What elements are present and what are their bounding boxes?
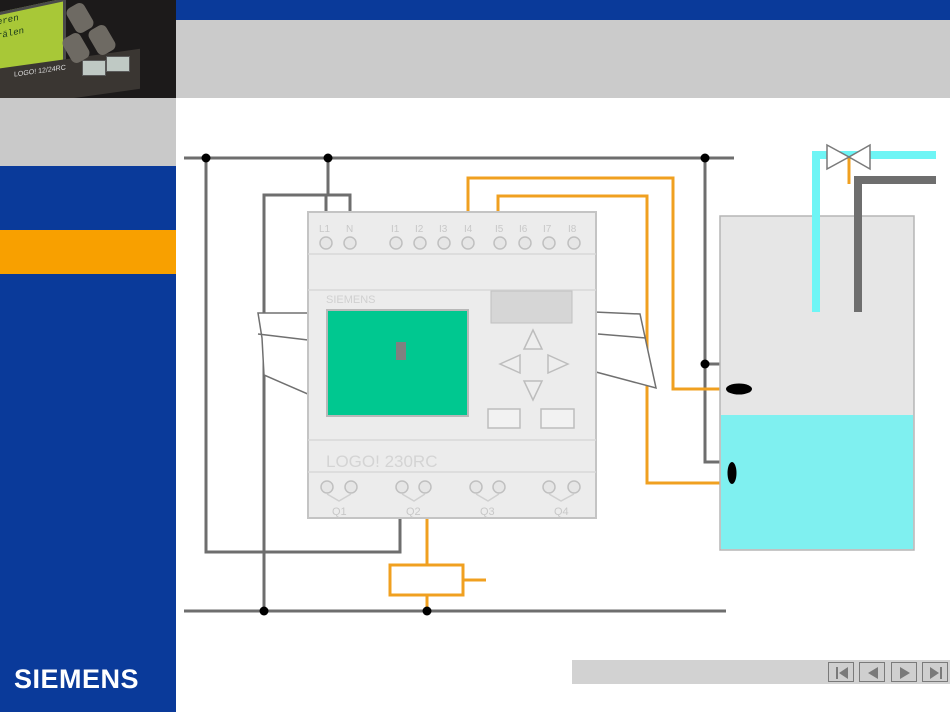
terminal-screw bbox=[568, 237, 580, 249]
last-slide-button[interactable] bbox=[922, 662, 948, 682]
output-screw bbox=[470, 481, 482, 493]
junction-dot bbox=[423, 607, 432, 616]
lcd-display bbox=[327, 310, 468, 416]
output-screw bbox=[493, 481, 505, 493]
terminal-screw bbox=[344, 237, 356, 249]
high-level-sensor bbox=[726, 384, 752, 395]
first-slide-button[interactable] bbox=[828, 662, 854, 682]
terminal-screw bbox=[543, 237, 555, 249]
junction-dot bbox=[324, 154, 333, 163]
terminal-screw bbox=[519, 237, 531, 249]
output-screw bbox=[396, 481, 408, 493]
key-ok bbox=[541, 409, 574, 428]
din-rail-left bbox=[258, 313, 310, 395]
terminal-screw bbox=[320, 237, 332, 249]
first-icon bbox=[829, 663, 855, 683]
previous-icon bbox=[860, 663, 886, 683]
terminal-label-n: N bbox=[346, 224, 353, 235]
terminal-label-l1: L1 bbox=[319, 224, 331, 235]
terminal-screw bbox=[494, 237, 506, 249]
last-icon bbox=[923, 663, 949, 683]
pump-load bbox=[390, 565, 463, 595]
next-icon bbox=[892, 663, 918, 683]
output-screw bbox=[419, 481, 431, 493]
water-level bbox=[721, 415, 913, 549]
terminal-screw bbox=[414, 237, 426, 249]
output-label-q4: Q4 bbox=[554, 506, 569, 518]
previous-slide-button[interactable] bbox=[859, 662, 885, 682]
terminal-label-i8: I8 bbox=[568, 224, 577, 235]
terminal-label-i1: I1 bbox=[391, 224, 400, 235]
key-esc bbox=[488, 409, 520, 428]
output-screw bbox=[345, 481, 357, 493]
terminal-label-i3: I3 bbox=[439, 224, 448, 235]
lcd-cursor bbox=[396, 342, 406, 360]
terminal-label-i7: I7 bbox=[543, 224, 552, 235]
next-slide-button[interactable] bbox=[891, 662, 917, 682]
output-label-q2: Q2 bbox=[406, 506, 421, 518]
junction-dot bbox=[260, 607, 269, 616]
module-slot bbox=[491, 291, 572, 323]
terminal-screw bbox=[390, 237, 402, 249]
valve-icon bbox=[827, 145, 849, 169]
plc-model-text: LOGO! 230RC bbox=[326, 452, 438, 471]
junction-dot bbox=[701, 154, 710, 163]
junction-dot bbox=[701, 360, 710, 369]
terminal-screw bbox=[462, 237, 474, 249]
junction-dot bbox=[202, 154, 211, 163]
plc-brand-text: SIEMENS bbox=[326, 294, 376, 306]
low-level-sensor bbox=[728, 462, 737, 484]
terminal-label-i6: I6 bbox=[519, 224, 528, 235]
terminal-label-i2: I2 bbox=[415, 224, 424, 235]
output-screw bbox=[543, 481, 555, 493]
output-screw bbox=[321, 481, 333, 493]
terminal-label-i4: I4 bbox=[464, 224, 473, 235]
output-label-q1: Q1 bbox=[332, 506, 347, 518]
terminal-label-i5: I5 bbox=[495, 224, 504, 235]
terminal-screw bbox=[438, 237, 450, 249]
output-label-q3: Q3 bbox=[480, 506, 495, 518]
output-screw bbox=[568, 481, 580, 493]
